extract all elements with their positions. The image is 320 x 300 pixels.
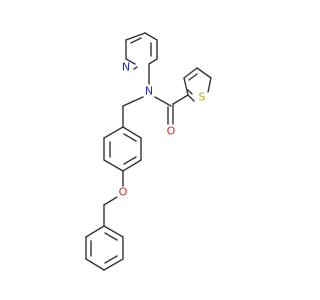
bond-ether-o-ch2 bbox=[103, 196, 118, 206]
atom-labels: N N S O O bbox=[119, 61, 206, 199]
pyridine-ring bbox=[125, 32, 158, 70]
ether-oxygen-label: O bbox=[119, 186, 128, 199]
molecule-structure-canvas: N N S O O bbox=[85, 32, 212, 271]
carbonyl-oxygen-label: O bbox=[167, 125, 176, 138]
bond-n-carbonyl bbox=[154, 96, 172, 107]
bond-n-ch2 bbox=[122, 96, 144, 107]
thiophene-ring bbox=[183, 67, 212, 102]
phenyl-ring bbox=[85, 225, 124, 271]
pyridine-nitrogen-label: N bbox=[122, 61, 130, 74]
thiophene-sulfur-label: S bbox=[199, 91, 206, 104]
bonds bbox=[85, 32, 212, 271]
para-benzene-ring bbox=[103, 126, 142, 172]
bond-carbonyl-thiophene bbox=[172, 94, 189, 105]
amide-nitrogen-label: N bbox=[145, 85, 153, 98]
molecule-structure-diagram: N N S O O bbox=[85, 32, 212, 271]
